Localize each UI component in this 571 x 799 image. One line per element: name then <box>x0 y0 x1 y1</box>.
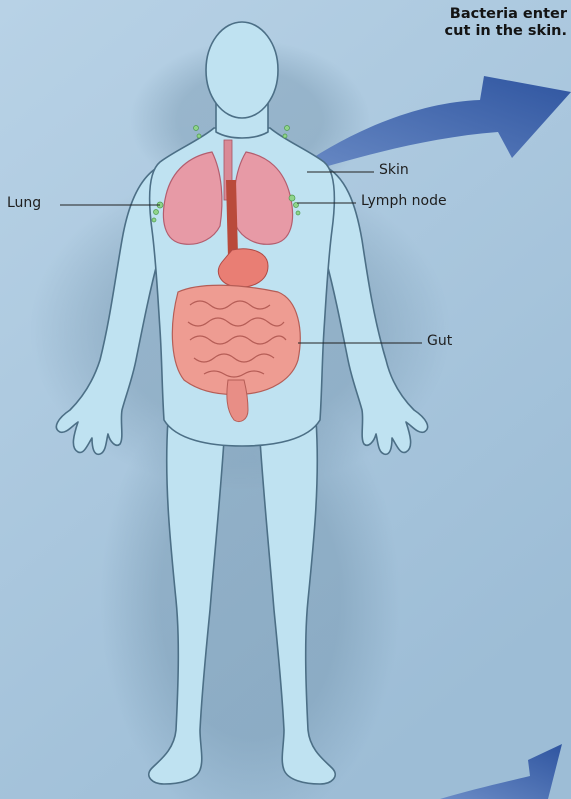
esophagus <box>226 180 238 258</box>
lymph-node-label: Lymph node <box>361 193 447 209</box>
lung-label: Lung <box>7 195 41 211</box>
caption-line-1: Bacteria enter <box>445 6 567 23</box>
skin-label: Skin <box>379 162 409 178</box>
gut-label: Gut <box>427 333 452 349</box>
caption: Bacteria enter cut in the skin. <box>445 6 567 40</box>
caption-line-2: cut in the skin. <box>445 23 567 40</box>
